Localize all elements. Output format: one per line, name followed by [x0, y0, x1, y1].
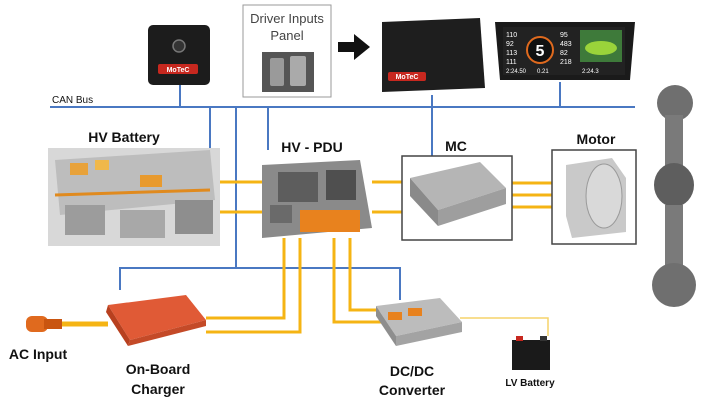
rear-axle-image [652, 85, 696, 307]
dash-left-3: 113 [506, 50, 517, 57]
hv-battery-label: HV Battery [88, 129, 160, 145]
ecu-device: MoTeC [148, 25, 210, 85]
driver-inputs-label-line2: Panel [270, 28, 303, 43]
ac-input-label: AC Input [9, 346, 68, 362]
dash-right-4: 218 [560, 59, 572, 66]
motor-label: Motor [577, 131, 616, 147]
can-bus-label: CAN Bus [52, 95, 93, 106]
dash-display: 110 92 113 111 5 95 483 82 218 2:24.50 0… [495, 22, 635, 80]
vcu-device: MoTeC [382, 18, 485, 92]
dcdc-converter-label-line1: DC/DC [390, 363, 434, 379]
hv-pdu-image [262, 160, 372, 238]
dash-bottom-3: 2:24.3 [582, 69, 599, 75]
dash-right-2: 483 [560, 41, 572, 48]
can-line-charger [119, 107, 237, 290]
dash-left-1: 110 [506, 32, 517, 39]
hv-pdu-label: HV - PDU [281, 139, 342, 155]
dcdc-converter-label-line2: Converter [379, 382, 446, 398]
hv-pdu-charger-2 [206, 238, 302, 334]
arrow-icon [338, 34, 370, 60]
pedals-image [262, 52, 314, 92]
lv-battery-image [512, 336, 550, 370]
on-board-charger-label-line1: On-Board [126, 361, 191, 377]
hv-pdu-charger-1 [206, 238, 286, 320]
lv-battery-label: LV Battery [505, 378, 555, 389]
dash-right-1: 95 [560, 32, 568, 39]
driver-inputs-label-line1: Driver Inputs [250, 11, 324, 26]
lv-battery-wire [460, 317, 549, 336]
dash-gear: 5 [536, 43, 545, 60]
ac-input-plug [26, 316, 62, 332]
dash-bottom-1: 2:24.50 [506, 69, 527, 75]
mc-box [401, 155, 513, 241]
dcdc-converter-image [376, 298, 462, 346]
vcu-logo-text: MoTeC [396, 74, 419, 81]
dash-right-3: 82 [560, 50, 568, 57]
ecu-logo-text: MoTeC [167, 67, 190, 74]
hv-pdu-dcdc-2 [348, 238, 384, 312]
hv-wiring [62, 180, 556, 334]
on-board-charger-image [106, 295, 206, 346]
hv-pdu-dcdc-1 [332, 238, 384, 324]
can-bus-wiring [50, 80, 635, 300]
motor-box [551, 149, 637, 245]
dash-bottom-2: 0.21 [537, 69, 549, 75]
dash-left-2: 92 [506, 41, 514, 48]
on-board-charger-label-line2: Charger [131, 381, 185, 397]
mc-label: MC [445, 138, 467, 154]
dash-left-4: 111 [506, 59, 517, 66]
driver-inputs-panel: Driver Inputs Panel [242, 4, 332, 98]
hv-battery-image [48, 148, 220, 246]
can-line-dcdc [236, 267, 401, 300]
